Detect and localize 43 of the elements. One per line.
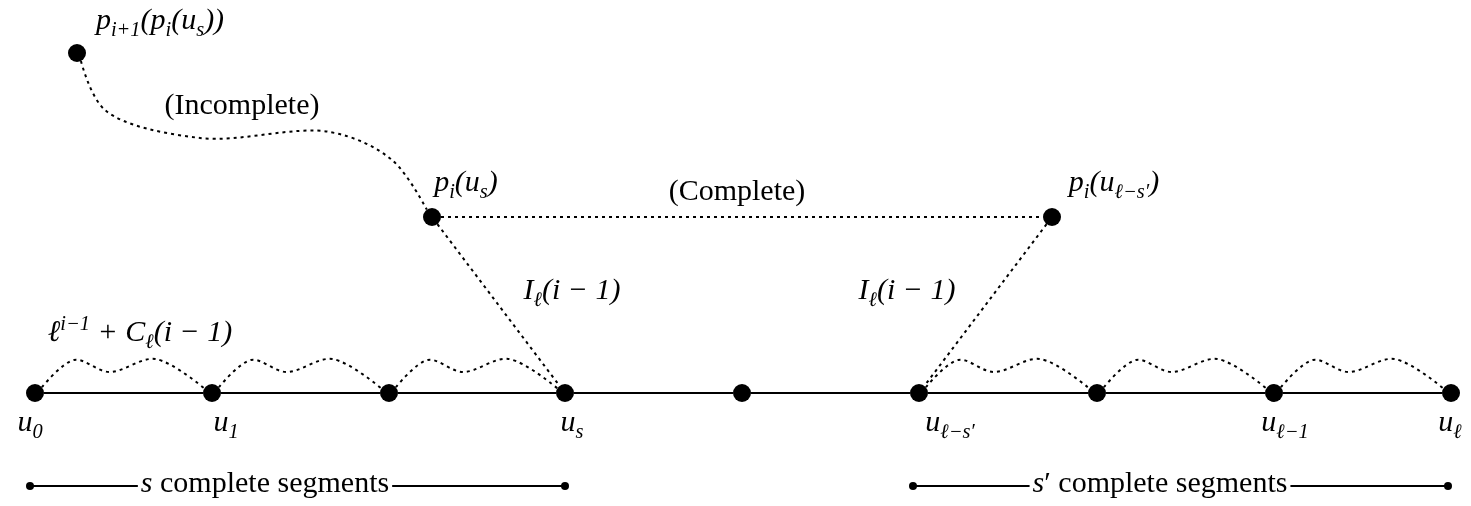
line-segment — [1282, 392, 1443, 394]
wavy-dotted-line — [79, 60, 428, 211]
point-label: p$_{i+1}$(p$_{i}$(u$_{s}$)) — [95, 4, 225, 40]
wavy-dotted-line — [1102, 357, 1268, 390]
point-label: p$_{i}$(u$_{ℓ−s′}$) — [1068, 166, 1160, 202]
edge-label: ℓ$^{i−1}$ + C$_{ℓ}$(i − 1) — [47, 312, 233, 352]
line-segment — [1105, 392, 1266, 394]
wavy-dotted-line — [924, 357, 1091, 390]
point-label: u$_{0}$ — [17, 406, 43, 442]
point-dot — [26, 384, 44, 402]
point-dot — [1442, 384, 1460, 402]
point-dot — [68, 44, 86, 62]
edge-label: I$_{ℓ}$(i − 1) — [523, 274, 621, 310]
point-label: u$_{s}$ — [560, 406, 584, 442]
line-segment — [220, 392, 381, 394]
wavy-dotted-line — [40, 357, 206, 390]
point-dot — [1043, 208, 1061, 226]
point-dot — [1088, 384, 1106, 402]
point-dot — [556, 384, 574, 402]
point-dot — [1265, 384, 1283, 402]
edge-label: (Incomplete) — [164, 89, 320, 119]
line-segment — [397, 392, 557, 394]
wavy-dotted-line — [394, 357, 559, 390]
wavy-dotted-line — [217, 357, 383, 390]
line-segment — [43, 392, 204, 394]
point-dot — [203, 384, 221, 402]
point-label: u$_{1}$ — [213, 406, 239, 442]
line-segment — [750, 392, 911, 394]
point-dot — [423, 208, 441, 226]
point-label: u$_{ℓ−s′}$ — [925, 406, 975, 442]
point-label: u$_{ℓ−1}$ — [1261, 406, 1309, 442]
point-dot — [733, 384, 751, 402]
wavy-dotted-line — [1279, 357, 1445, 390]
edge-label: I$_{ℓ}$(i − 1) — [858, 274, 956, 310]
edge-label: (Complete) — [668, 175, 806, 205]
point-label: u$_{ℓ}$ — [1438, 406, 1462, 442]
range-label: s complete segments — [140, 467, 390, 497]
line-segment — [573, 392, 734, 394]
range-label: s′ complete segments — [1032, 467, 1288, 497]
point-dot — [910, 384, 928, 402]
point-dot — [380, 384, 398, 402]
line-segment — [927, 392, 1089, 394]
point-label: p$_{i}$(u$_{s}$) — [434, 166, 498, 202]
